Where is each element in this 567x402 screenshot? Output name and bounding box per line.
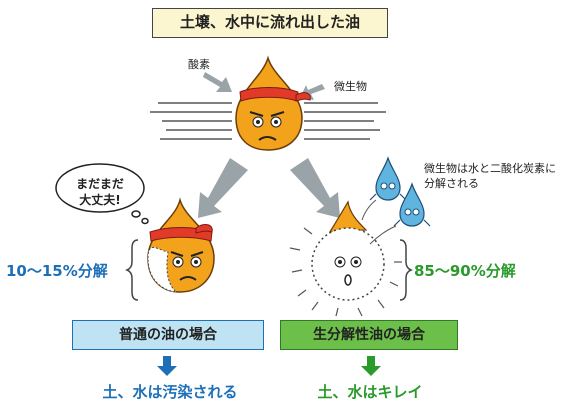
result-bio-oil: 土、水はキレイ bbox=[317, 383, 423, 401]
normal-oil-drop-icon bbox=[147, 197, 215, 293]
arrow-to-normal bbox=[198, 158, 248, 218]
microbe-icon bbox=[369, 156, 407, 201]
microbe-motion-lines bbox=[361, 199, 397, 245]
microbe-note-line1: 微生物は水と二酸化炭素に bbox=[424, 162, 556, 175]
microbe-label: 微生物 bbox=[334, 80, 367, 93]
oxygen-arrow bbox=[203, 72, 232, 92]
central-oil-drop-icon bbox=[235, 55, 311, 151]
down-arrow-normal bbox=[157, 356, 177, 376]
speech-text: まだまだ 大丈夫! bbox=[60, 176, 140, 208]
case-bio-oil: 生分解性油の場合 bbox=[280, 320, 458, 350]
water-lines-right bbox=[304, 102, 386, 140]
arrow-to-bio bbox=[290, 158, 340, 218]
water-lines-left bbox=[150, 102, 232, 140]
result-normal-oil: 土、水は汚染される bbox=[102, 383, 238, 401]
right-brace bbox=[399, 239, 414, 301]
speech-bubble bbox=[55, 163, 149, 225]
speech-line1: まだまだ bbox=[76, 177, 124, 191]
diagram-title: 土壌、水中に流れ出した油 bbox=[152, 8, 388, 38]
bio-oil-drop-icon bbox=[289, 200, 402, 317]
down-arrow-bio bbox=[361, 356, 381, 376]
oxygen-label: 酸素 bbox=[188, 58, 210, 71]
normal-decomposition-rate: 10～15%分解 bbox=[6, 262, 108, 280]
microbe-icon bbox=[393, 182, 431, 227]
case-normal-oil: 普通の油の場合 bbox=[72, 320, 264, 350]
bio-decomposition-rate: 85～90%分解 bbox=[414, 262, 516, 280]
microbe-note-line2: 分解される bbox=[424, 177, 479, 190]
speech-line2: 大丈夫! bbox=[79, 193, 121, 207]
left-brace bbox=[124, 239, 139, 301]
